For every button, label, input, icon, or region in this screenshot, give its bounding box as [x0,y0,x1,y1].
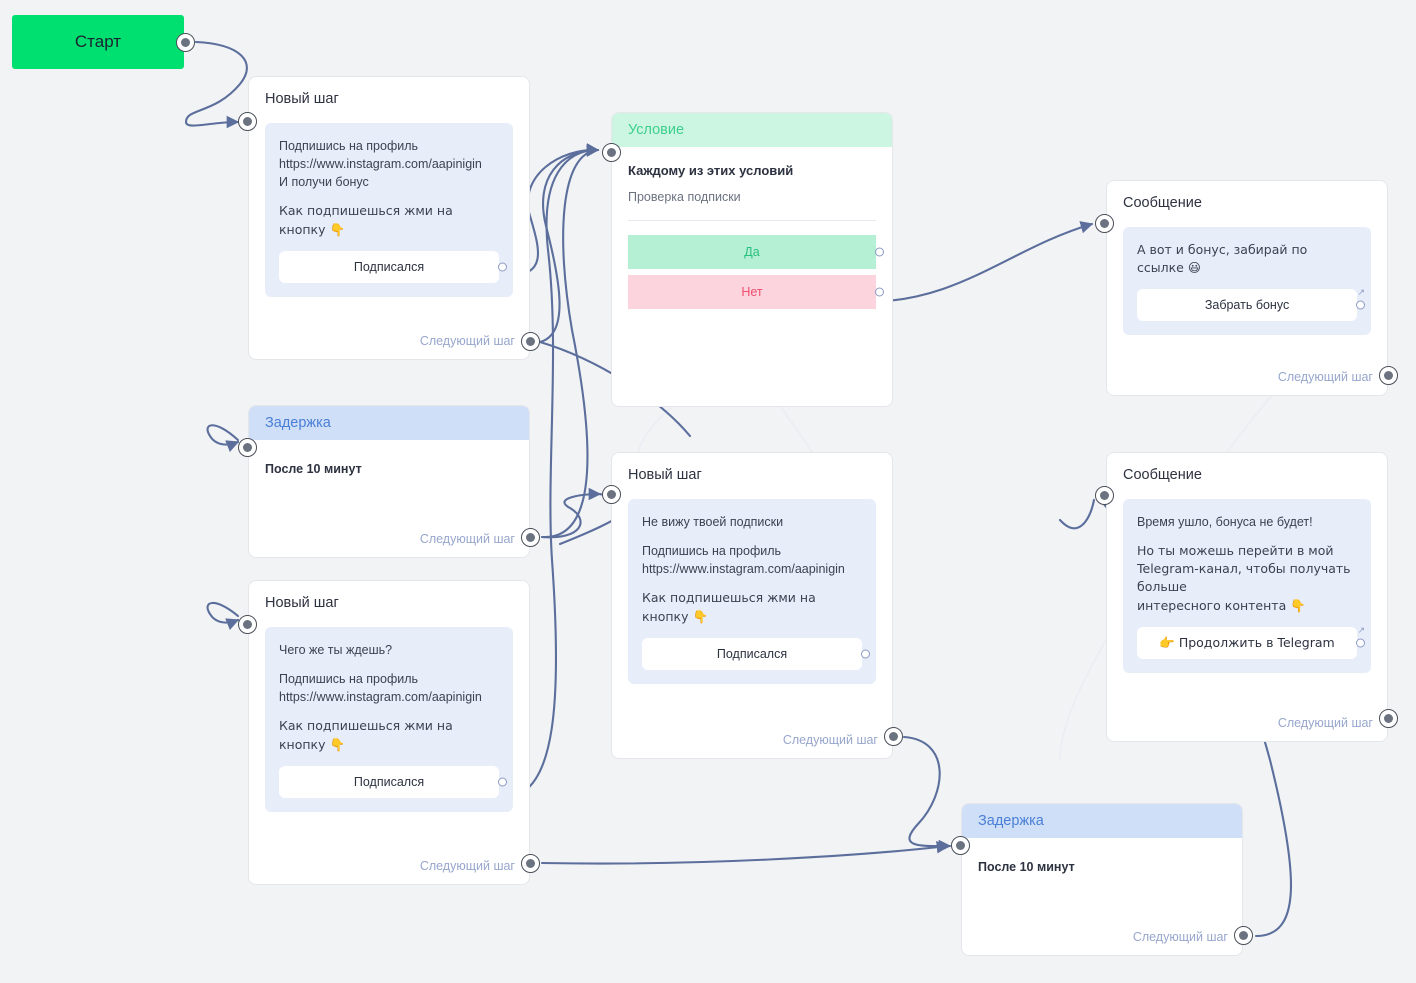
node-message-telegram-output-port[interactable] [1379,709,1398,728]
option-label: Нет [741,285,763,299]
button-output-port[interactable] [861,649,870,659]
bubble-paragraph: А вот и бонус, забирай по ссылке 😃 [1137,242,1312,276]
bubble-paragraph: Но ты можешь перейти в мой Telegram-кана… [1137,543,1351,613]
bubble-paragraph: Как подпишешься жми на кнопку 👇 [642,590,820,624]
node-condition-input-port[interactable] [602,143,621,162]
button-output-port[interactable] [498,262,507,272]
node-step-1-button[interactable]: Подписался [279,250,507,283]
node-delay-1-title: Задержка [249,406,529,440]
bubble-paragraph: Не вижу твоей подписки [642,515,784,529]
node-condition-heading: Каждому из этих условий [628,163,794,178]
button-output-port[interactable] [1356,300,1365,310]
node-step-3-bubble: Не вижу твоей подписки Подпишись на проф… [628,499,876,684]
node-step-3-button[interactable]: Подписался [642,637,870,670]
node-condition-option-yes[interactable]: Да [628,235,884,269]
node-step-2-title: Новый шаг [265,595,339,611]
node-message-bonus-title: Сообщение [1123,195,1202,211]
option-label: Да [744,245,760,259]
node-condition-title: Условие [612,113,892,147]
bubble-paragraph: Как подпишешься жми на кнопку 👇 [279,203,457,237]
node-delay-2-input-port[interactable] [951,836,970,855]
node-message-telegram-title: Сообщение [1123,467,1202,483]
button-label: 👉 Продолжить в Telegram [1159,634,1335,650]
node-step-3-next-label: Следующий шаг [782,733,878,747]
node-condition[interactable]: Условие Каждому из этих условий Проверка… [611,112,893,407]
node-step-2-input-port[interactable] [238,615,257,634]
bubble-paragraph: Время ушло, бонуса не будет! [1137,515,1313,529]
node-message-telegram-next-label: Следующий шаг [1277,716,1373,730]
node-message-telegram[interactable]: Сообщение Время ушло, бонуса не будет! Н… [1106,452,1388,742]
external-link-icon: ↗ [1357,287,1365,298]
start-output-port[interactable] [176,33,195,52]
bubble-paragraph: Как подпишешься жми на кнопку 👇 [279,718,457,752]
node-step-2-output-port[interactable] [521,854,540,873]
option-yes-output-port[interactable] [875,247,884,257]
button-label: Забрать бонус [1204,298,1290,313]
node-message-telegram-input-port[interactable] [1095,486,1114,505]
node-step-1-title: Новый шаг [265,91,339,107]
node-step-2-bubble: Чего же ты ждешь? Подпишись на профиль h… [265,627,513,812]
button-output-port[interactable] [1356,638,1365,648]
button-output-port[interactable] [498,777,507,787]
node-step-2-next-label: Следующий шаг [419,859,515,873]
start-label: Старт [74,32,122,51]
divider [628,220,876,221]
node-message-bonus-input-port[interactable] [1095,214,1114,233]
node-message-bonus-button[interactable]: Забрать бонус ↗ [1137,288,1365,322]
button-label: Подписался [716,646,788,661]
node-message-bonus-output-port[interactable] [1379,366,1398,385]
external-link-icon: ↗ [1357,624,1365,635]
node-step-1-bubble: Подпишись на профиль https://www.instagr… [265,123,513,297]
bubble-paragraph: Подпишись на профиль https://www.instagr… [279,139,482,190]
node-step-3[interactable]: Новый шаг Не вижу твоей подписки Подпиши… [611,452,893,759]
node-step-1[interactable]: Новый шаг Подпишись на профиль https://w… [248,76,530,360]
node-message-bonus-bubble: А вот и бонус, забирай по ссылке 😃 Забра… [1123,227,1371,336]
node-step-3-title: Новый шаг [628,467,702,483]
node-delay-2-next-label: Следующий шаг [1132,930,1228,944]
node-delay-1-text: После 10 минут [265,462,362,476]
node-message-bonus-next-label: Следующий шаг [1277,370,1373,384]
node-message-telegram-bubble: Время ушло, бонуса не будет! Но ты можеш… [1123,499,1371,673]
node-step-3-input-port[interactable] [602,485,621,504]
node-delay-2-text: После 10 минут [978,860,1075,874]
node-condition-subtitle: Проверка подписки [628,190,741,204]
node-condition-option-no[interactable]: Нет [628,275,884,309]
node-step-2-button[interactable]: Подписался [279,765,507,798]
node-step-1-output-port[interactable] [521,332,540,351]
option-no-output-port[interactable] [875,287,884,297]
node-step-2[interactable]: Новый шаг Чего же ты ждешь? Подпишись на… [248,580,530,885]
node-step-1-next-label: Следующий шаг [419,334,515,348]
bubble-paragraph: Подпишись на профиль https://www.instagr… [642,544,845,577]
button-label: Подписался [353,259,425,274]
node-start[interactable]: Старт [12,15,184,69]
node-delay-1-output-port[interactable] [521,528,540,547]
node-step-3-output-port[interactable] [884,727,903,746]
bubble-paragraph: Подпишись на профиль https://www.instagr… [279,672,482,705]
node-message-bonus[interactable]: Сообщение А вот и бонус, забирай по ссыл… [1106,180,1388,396]
bubble-paragraph: Чего же ты ждешь? [279,643,393,657]
node-delay-2-output-port[interactable] [1234,926,1253,945]
button-label: Подписался [353,774,425,789]
node-delay-2[interactable]: Задержка После 10 минут Следующий шаг [961,803,1243,956]
node-delay-1-input-port[interactable] [238,438,257,457]
node-delay-1[interactable]: Задержка После 10 минут Следующий шаг [248,405,530,558]
node-delay-2-title: Задержка [962,804,1242,838]
node-delay-1-next-label: Следующий шаг [419,532,515,546]
node-message-telegram-button[interactable]: 👉 Продолжить в Telegram ↗ [1137,625,1365,659]
node-step-1-input-port[interactable] [238,112,257,131]
